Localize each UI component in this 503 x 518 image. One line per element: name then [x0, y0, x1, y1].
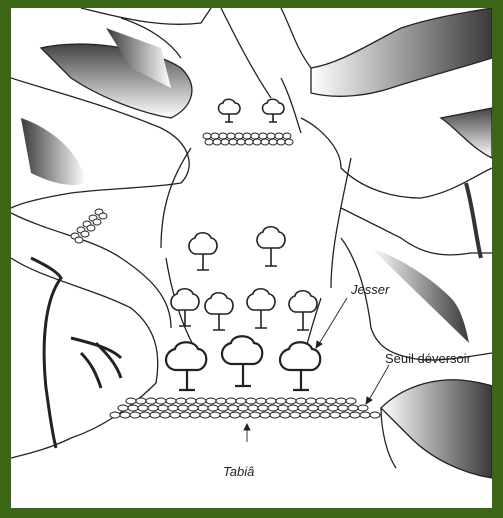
- label-seuil-deversoir: Seuil déversoir: [385, 351, 471, 366]
- label-jesser: Jesser: [351, 282, 389, 297]
- tree-top-1: [219, 99, 241, 122]
- leader-lines: [244, 298, 389, 442]
- tree-bottom-1: [166, 342, 206, 390]
- diagram-frame: Jesser Seuil déversoir Tabiâ: [11, 8, 492, 508]
- tree-bottom-3: [280, 342, 320, 390]
- tree-row2-2: [205, 293, 233, 330]
- stone-wall-top: [203, 133, 293, 145]
- stone-wall-left: [71, 209, 107, 243]
- tree-mid-2: [257, 227, 285, 266]
- tree-row2-3: [247, 289, 275, 328]
- tree-mid-1: [189, 233, 217, 270]
- tree-bottom-2: [222, 336, 262, 386]
- label-tabia: Tabiâ: [223, 464, 254, 479]
- tree-top-2: [263, 99, 285, 122]
- stone-wall-tabia: [110, 398, 380, 418]
- jesser-diagram: [11, 8, 492, 508]
- tree-row2-1: [171, 289, 199, 326]
